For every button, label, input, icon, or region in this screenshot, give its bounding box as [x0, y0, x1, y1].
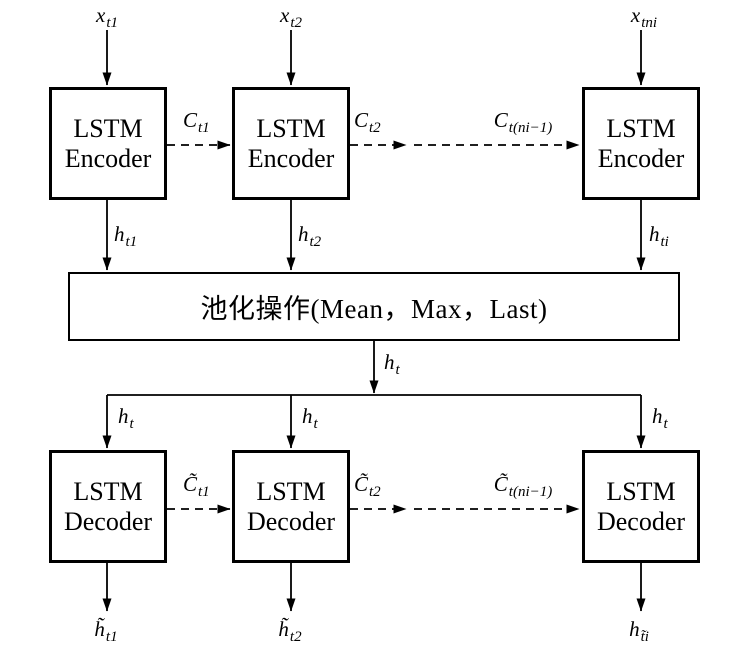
label-c-tilde-t1: C̃t1 [183, 472, 210, 500]
label-h-ti: hti [649, 222, 669, 250]
lstm-decoder-1: LSTM Decoder [49, 450, 167, 563]
label-x-tni: xtni [630, 3, 658, 31]
label-h-tilde-ti: ht̃i [629, 617, 649, 645]
decoder-2-label-line1: LSTM [256, 477, 326, 507]
label-h-t-branch-1: ht [118, 404, 134, 432]
label-h-t2: ht2 [298, 222, 322, 250]
encoder-3-label-line2: Encoder [597, 143, 685, 173]
encoder-2-label-line2: Encoder [247, 143, 335, 173]
label-h-t-branch-3: ht [652, 404, 668, 432]
encoder-1-label-line2: Encoder [64, 143, 152, 173]
label-c-t2: Ct2 [354, 108, 381, 136]
label-c-tni-1: Ct(ni−1) [493, 108, 553, 136]
label-c-t1: Ct1 [183, 108, 210, 136]
label-c-tilde-t2: C̃t2 [354, 472, 381, 500]
encoder-1-label-line1: LSTM [73, 114, 143, 144]
label-h-tilde-t2: h̃t2 [278, 617, 302, 645]
decoder-3-label-line1: LSTM [606, 477, 676, 507]
label-h-t-branch-2: ht [302, 404, 318, 432]
decoder-1-label-line2: Decoder [63, 506, 153, 536]
decoder-3-label-line2: Decoder [596, 506, 686, 536]
label-h-tilde-t1: h̃t1 [94, 617, 118, 645]
lstm-encoder-2: LSTM Encoder [232, 87, 350, 200]
pooling-operation-box: 池化操作(Mean，Max，Last) [68, 272, 680, 341]
label-h-t1: ht1 [114, 222, 138, 250]
encoder-3-label-line1: LSTM [606, 114, 676, 144]
lstm-encoder-1: LSTM Encoder [49, 87, 167, 200]
encoder-2-label-line1: LSTM [256, 114, 326, 144]
label-c-tilde-tni-1: C̃t(ni−1) [493, 472, 553, 500]
label-h-t-pooled: ht [384, 350, 400, 378]
lstm-encoder-3: LSTM Encoder [582, 87, 700, 200]
lstm-decoder-2: LSTM Decoder [232, 450, 350, 563]
decoder-2-label-line2: Decoder [246, 506, 336, 536]
decoder-1-label-line1: LSTM [73, 477, 143, 507]
label-x-t1: xt1 [96, 3, 118, 31]
pooling-label: 池化操作(Mean，Max，Last) [200, 294, 548, 324]
label-x-t2: xt2 [280, 3, 302, 31]
lstm-decoder-3: LSTM Decoder [582, 450, 700, 563]
